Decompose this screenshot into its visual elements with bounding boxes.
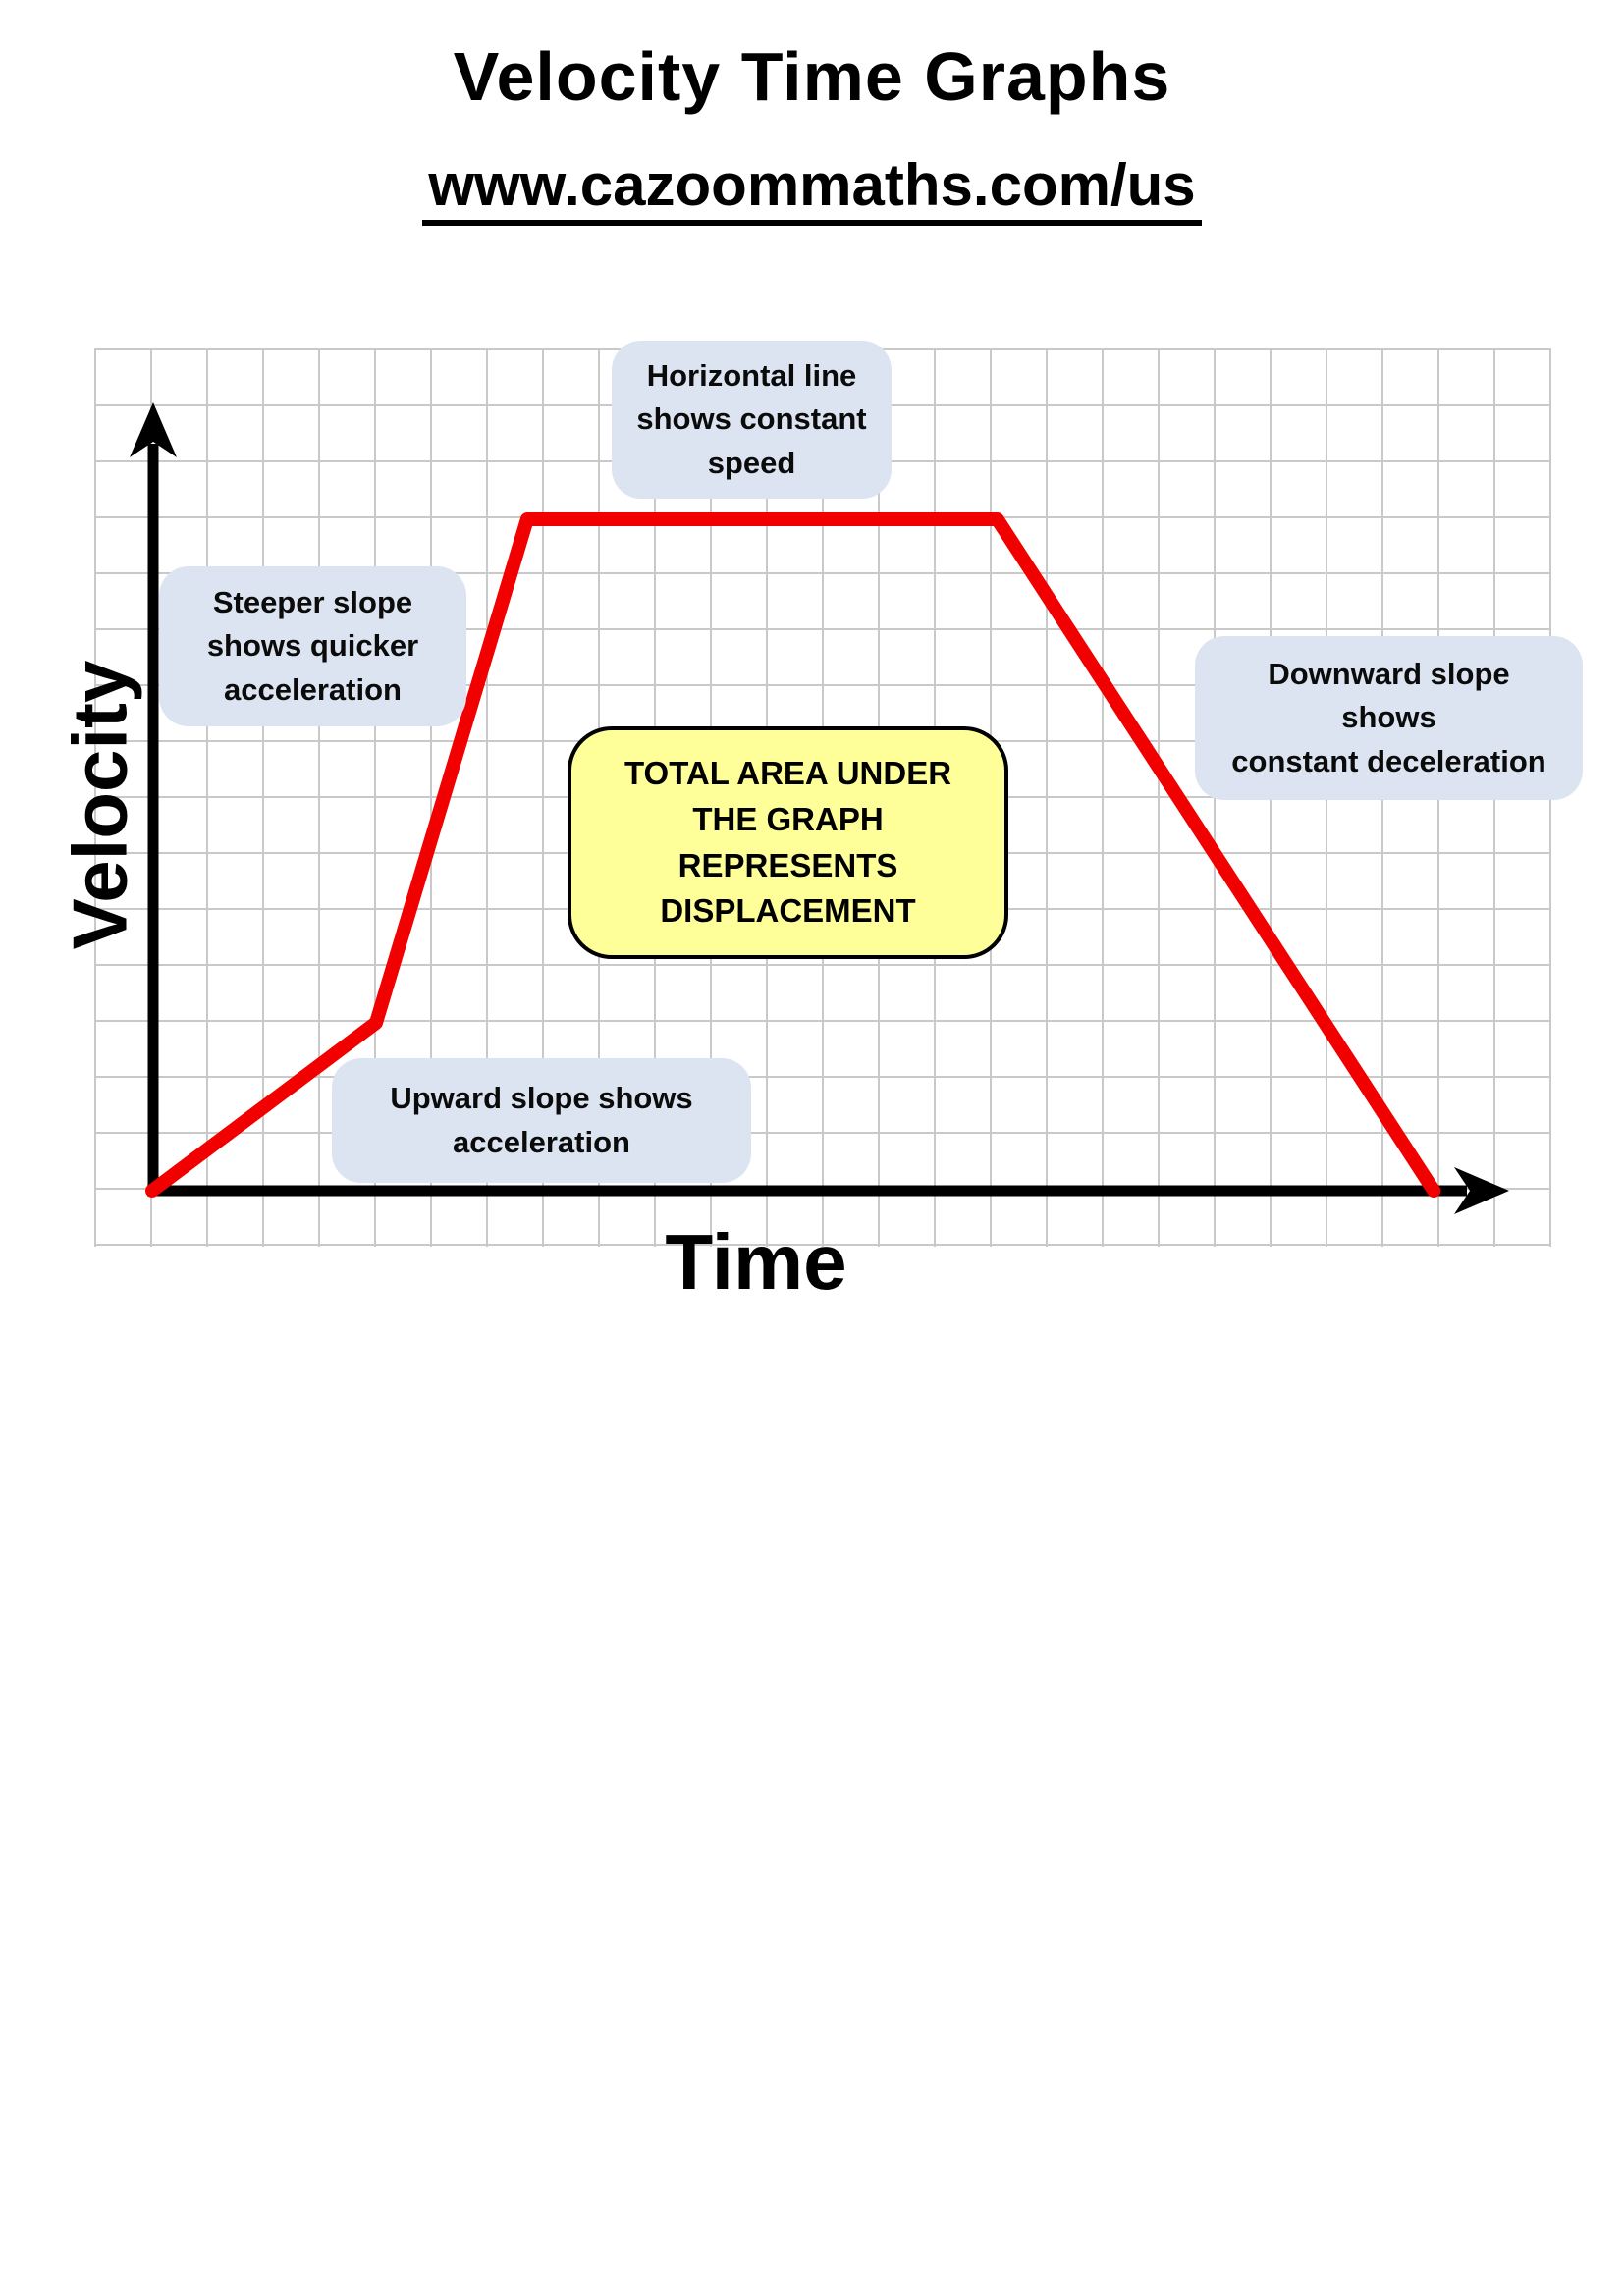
worksheet-header: Velocity Time Graphs www.cazoommaths.com… [0, 39, 1624, 226]
annotation-constant-speed: Horizontal line shows constant speed [612, 341, 892, 499]
annotation-deceleration-label: Downward slope shows constant decelerati… [1231, 657, 1546, 778]
annotation-constant-speed-label: Horizontal line shows constant speed [636, 358, 867, 480]
annotation-quicker-acceleration-label: Steeper slope shows quicker acceleration [206, 585, 419, 707]
y-axis-label: Velocity [56, 660, 143, 950]
page-title: Velocity Time Graphs [453, 38, 1171, 115]
annotation-acceleration-label: Upward slope shows acceleration [390, 1081, 693, 1159]
area-under-graph-note: TOTAL AREA UNDER THE GRAPH REPRESENTS DI… [568, 726, 1008, 959]
x-axis-label: Time [665, 1218, 847, 1306]
annotation-deceleration: Downward slope shows constant decelerati… [1195, 636, 1583, 800]
area-under-graph-note-label: TOTAL AREA UNDER THE GRAPH REPRESENTS DI… [623, 754, 952, 930]
annotation-quicker-acceleration: Steeper slope shows quicker acceleration [159, 566, 466, 726]
annotation-acceleration: Upward slope shows acceleration [332, 1058, 751, 1183]
website-link[interactable]: www.cazoommaths.com/us [422, 154, 1202, 226]
